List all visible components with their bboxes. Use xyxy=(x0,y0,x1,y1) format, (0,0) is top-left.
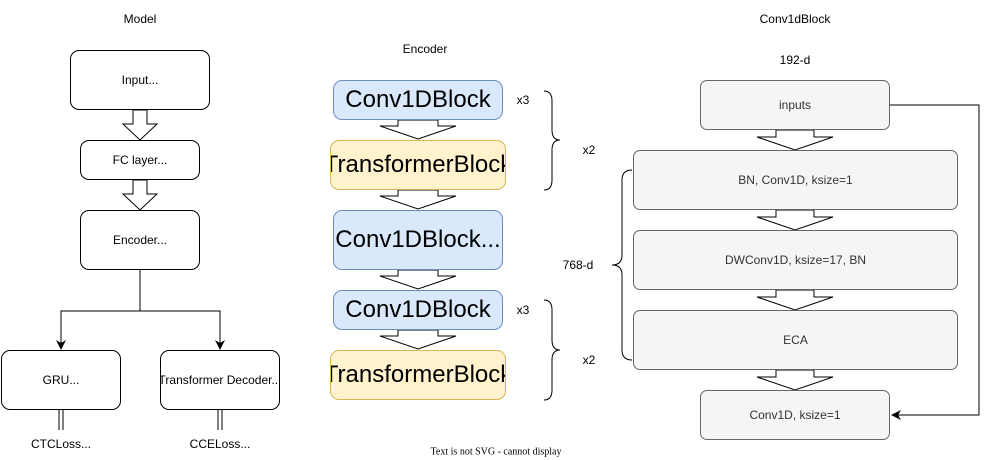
eca-node[interactable]: ECA xyxy=(633,310,958,370)
block-arrow-cb-1 xyxy=(756,129,834,151)
model-title: Model xyxy=(123,12,157,26)
block-arrow-enc-3 xyxy=(379,269,457,290)
cce-loss-label: CCELoss... xyxy=(189,437,251,451)
block-arrow-cb-3 xyxy=(756,289,834,311)
transformer-block-top[interactable]: TransformerBlock xyxy=(330,140,506,190)
block-arrow-cb-4 xyxy=(756,369,834,391)
inputs-node[interactable]: inputs xyxy=(700,80,890,130)
conv1d-block-title: Conv1dBlock xyxy=(759,12,831,26)
input-node[interactable]: Input... xyxy=(70,50,210,110)
conv1d-output-node[interactable]: Conv1D, ksize=1 xyxy=(700,390,890,440)
repeat-x2-bottom-label: x2 xyxy=(582,353,596,367)
transformer-decoder-node[interactable]: Transformer Decoder... xyxy=(160,350,280,410)
gru-node[interactable]: GRU... xyxy=(1,350,121,410)
encoder-node[interactable]: Encoder... xyxy=(80,210,200,270)
conv1d-block-bottom[interactable]: Conv1DBlock xyxy=(333,290,503,330)
connector-encoder-to-gru xyxy=(56,270,141,350)
conv1d-block-top[interactable]: Conv1DBlock xyxy=(333,80,503,120)
brace-hidden-dim xyxy=(611,169,633,361)
hidden-dim-label: 768-d xyxy=(562,258,594,272)
block-arrow-fc-to-encoder xyxy=(121,179,159,211)
repeat-x3-bottom-label: x3 xyxy=(516,303,530,317)
encoder-title: Encoder xyxy=(402,42,448,56)
residual-connector xyxy=(890,104,980,420)
brace-bottom xyxy=(543,299,561,401)
bn-conv1d-node[interactable]: BN, Conv1D, ksize=1 xyxy=(633,150,958,210)
block-arrow-enc-1 xyxy=(379,119,457,140)
repeat-x3-top-label: x3 xyxy=(516,93,530,107)
conv1d-block-middle[interactable]: Conv1DBlock... xyxy=(333,210,503,270)
dwconv1d-node[interactable]: DWConv1D, ksize=17, BN xyxy=(633,230,958,290)
connector-encoder-to-decoder xyxy=(140,310,225,350)
fc-layer-node[interactable]: FC layer... xyxy=(80,140,200,180)
transformer-block-bottom[interactable]: TransformerBlock xyxy=(330,350,506,400)
block-arrow-input-to-fc xyxy=(121,109,159,141)
brace-top xyxy=(543,90,561,191)
block-arrow-enc-4 xyxy=(379,329,457,350)
block-arrow-enc-2 xyxy=(379,189,457,210)
block-arrow-cb-2 xyxy=(756,209,834,231)
input-dim-label: 192-d xyxy=(779,53,811,67)
ctc-loss-label: CTCLoss... xyxy=(30,437,92,451)
svg-fallback-notice: Text is not SVG - cannot display xyxy=(430,446,562,458)
repeat-x2-top-label: x2 xyxy=(582,143,596,157)
